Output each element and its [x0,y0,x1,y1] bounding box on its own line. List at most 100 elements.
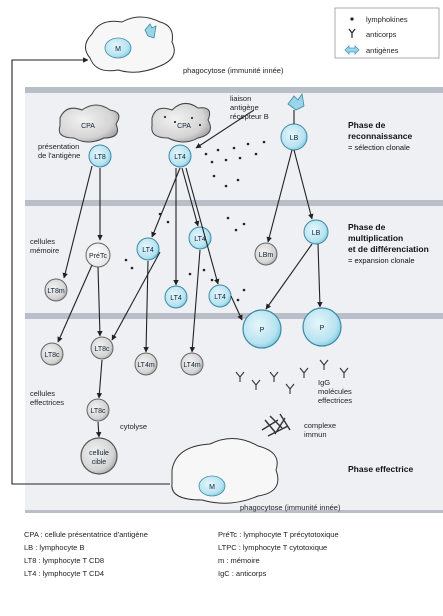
abbrev-left-3: LT4 : lymphocyte T CD4 [24,569,104,578]
separator-1 [25,200,443,206]
lt4-top-cell: LT4 [168,144,192,168]
abbreviations-left: CPA : cellule présentatrice d'antigène L… [24,530,148,578]
phagocytose-bottom-label: phagocytose (immunité innée) [240,503,341,512]
antigen-icon [287,92,305,111]
macrophage-top: M [85,16,175,73]
igg-label-2: molécules [318,387,352,396]
abbrev-left-2: LT8 : lymphocyte T CD8 [24,556,104,565]
target-cell-label-2: cible [92,459,107,466]
lt4-c-label: LT4 [170,295,182,302]
cpa-left-cell: CPA [58,104,120,143]
lt8c-b-label: LT8c [94,346,110,353]
target-cell-label-1: cellule [89,450,109,457]
lt4-d-label: LT4 [214,294,226,301]
pretc-cell: PréTc [85,242,111,268]
macrophage-bottom: M [171,438,279,504]
antigen-icon [144,23,157,39]
plasma-left-label: P [260,327,265,334]
legend-anticorps: anticorps [366,30,397,39]
feedback-loop-arrow [11,57,170,485]
cellules-memoire-label-2: mémoire [30,246,59,255]
pretc-label: PréTc [89,253,107,260]
liaison-label-3: récepteur B [230,112,269,121]
cpa-right-label: CPA [177,123,191,130]
lt8-cell: LT8 [88,144,112,168]
lb-top-label: LB [290,135,299,142]
lt4m-a-label: LT4m [137,362,155,369]
legend: lymphokines anticorps antigènes [334,7,440,59]
lt8c-a-label: LT8c [44,352,60,359]
lt8m-cell: LT8m [44,278,68,302]
target-cell: cellule cible [80,437,118,475]
lt4m-b-label: LT4m [183,362,201,369]
abbrev-right-0: PréTc : lymphocyte T précytotoxique [218,530,339,539]
lt4-top-label: LT4 [174,154,186,161]
phase-reconnaissance-sub: = sélection clonale [348,143,410,152]
lt4m-cell-b: LT4m [180,352,204,376]
igg-label-1: IgG [318,378,330,387]
cellules-effectrices-label-2: effectrices [30,398,64,407]
phase-multiplication-title-2: multiplication [348,233,403,243]
separator-top [25,87,443,93]
liaison-label-2: antigène [230,103,259,112]
lt4-cell-a: LT4 [136,237,160,261]
macrophage-top-label: M [115,46,121,53]
abbrev-right-3: IgC : anticorps [218,569,267,578]
plasma-cell-left: P [242,309,282,349]
abbreviations-right: PréTc : lymphocyte T précytotoxique LTPC… [218,530,339,578]
lt8c-cell-b: LT8c [90,336,114,360]
phagocytose-top-label: phagocytose (immunité innée) [183,66,284,75]
abbrev-left-1: LB : lymphocyte B [24,543,84,552]
phase-multiplication-title-1: Phase de [348,222,386,232]
plasma-cell-right: P [302,307,342,347]
lt8c-c-label: LT8c [90,408,106,415]
presentation-label-2: de l'antigène [38,151,80,160]
plasma-right-label: P [320,325,325,332]
phase-reconnaissance-title-2: reconnaissance [348,131,413,141]
lt4-cell-b: LT4 [188,226,212,250]
flow-arrows [57,109,323,438]
legend-antigenes: antigènes [366,46,399,55]
cellules-memoire-label-1: cellules [30,237,55,246]
phase-reconnaissance-title-1: Phase de [348,120,386,130]
lt4-b-label: LT4 [194,236,206,243]
macrophage-bottom-label: M [209,484,215,491]
lymphokine-dot-icon [350,17,354,21]
abbrev-right-1: LTPC : lymphocyte T cytotoxique [218,543,327,552]
lt8-label: LT8 [94,154,106,161]
phase-multiplication-title-3: et de différenciation [348,244,429,254]
phase-multiplication-sub: = expansion clonale [348,256,415,265]
cpa-right-cell: CPA [151,103,211,143]
complexe-label-1: complexe [304,421,336,430]
cellules-effectrices-label-1: cellules [30,389,55,398]
presentation-label-1: présentation [38,142,79,151]
separator-2 [25,313,443,319]
igg-label-3: effectrices [318,396,352,405]
liaison-label-1: liaison [230,94,251,103]
lbm-cell: LBm [254,242,278,266]
abbrev-left-0: CPA : cellule présentatrice d'antigène [24,530,148,539]
lb-mid-label: LB [312,230,321,237]
separator-bottom [25,510,443,513]
antibody-y-icon [348,28,356,38]
immune-complex [261,413,291,437]
lt8c-cell-a: LT8c [40,342,64,366]
complexe-label-2: immun [304,430,327,439]
lymphokine-dots [124,140,266,302]
phase-effectrice-title: Phase effectrice [348,464,413,474]
antigen-icon [344,45,360,55]
lbm-label: LBm [259,252,274,259]
abbrev-right-2: m : mémoire [218,556,260,565]
legend-lymphokines: lymphokines [366,15,408,24]
lt4m-cell-a: LT4m [134,352,158,376]
lt4-a-label: LT4 [142,247,154,254]
lt8c-cell-c: LT8c [86,398,110,422]
lt8m-label: LT8m [47,288,65,295]
cytolyse-label: cytolyse [120,422,147,431]
cpa-left-label: CPA [81,123,95,130]
antibody-marks [235,359,349,394]
lt4-cell-d: LT4 [208,284,232,308]
lb-mid-cell: LB [303,219,329,245]
